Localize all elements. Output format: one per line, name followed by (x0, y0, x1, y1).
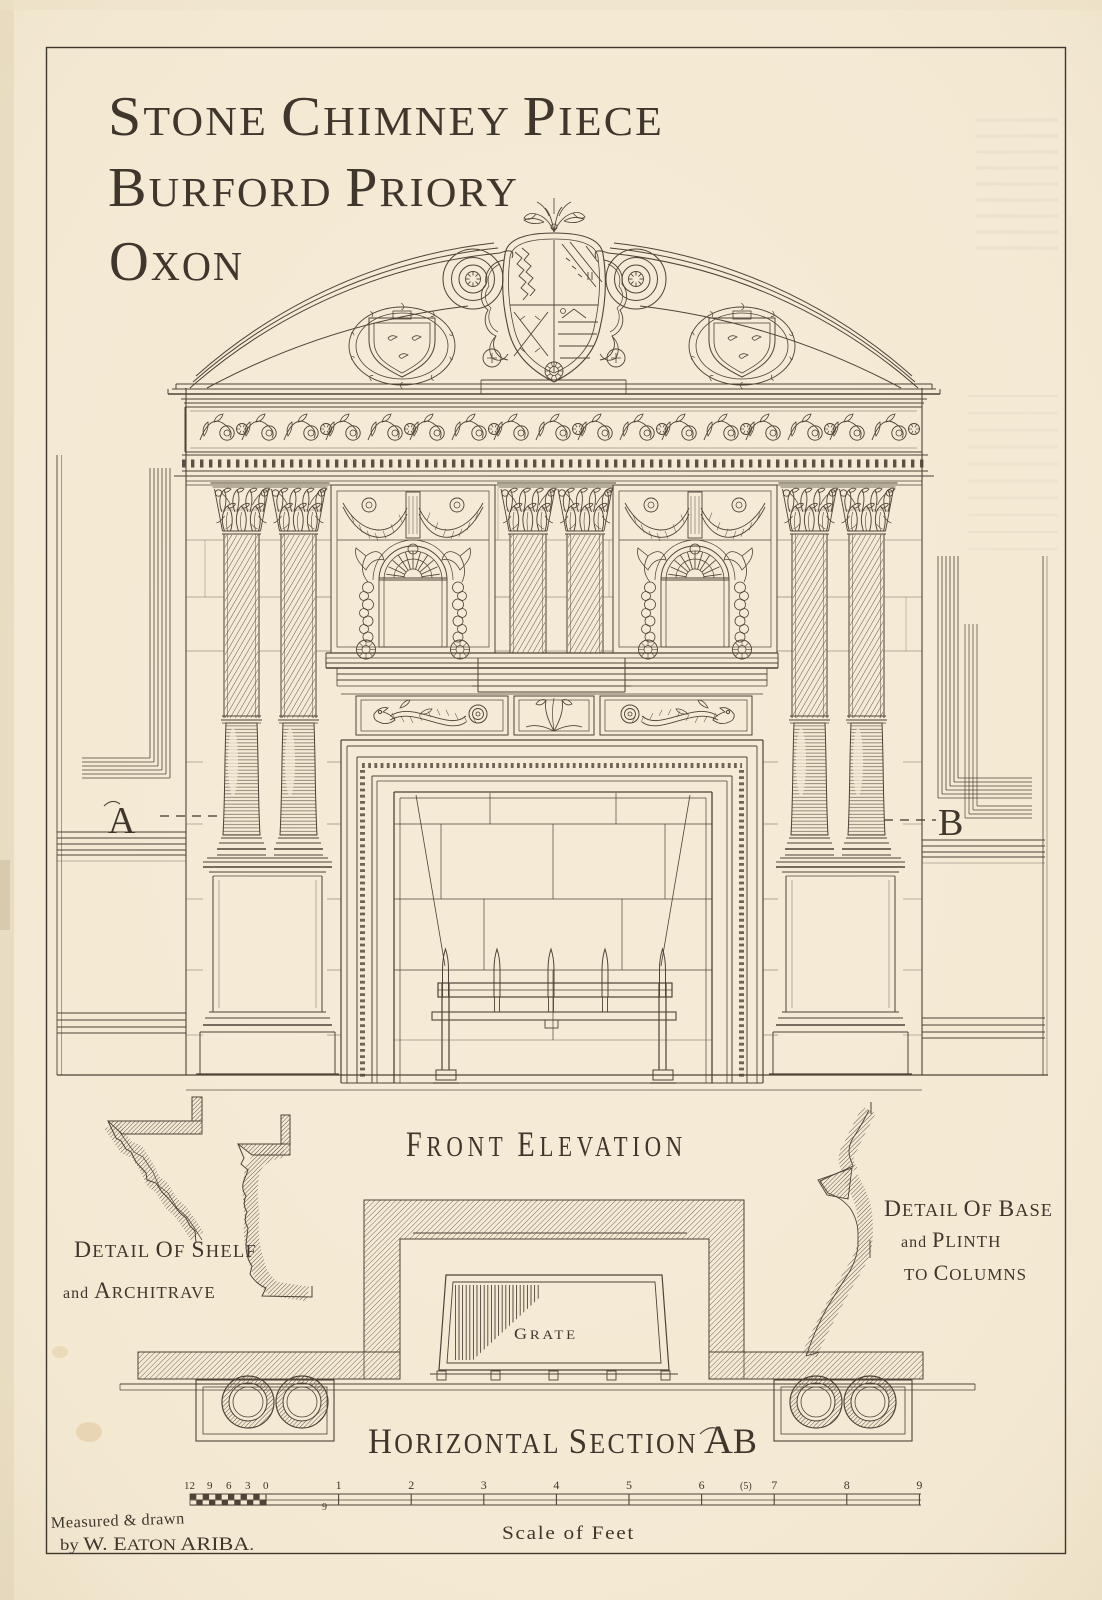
svg-text:8: 8 (844, 1478, 850, 1492)
svg-text:12: 12 (184, 1480, 195, 1492)
svg-text:9: 9 (322, 1502, 327, 1513)
svg-text:5: 5 (626, 1478, 632, 1492)
svg-text:and PLINTH: and PLINTH (901, 1227, 1001, 1252)
svg-text:4: 4 (553, 1478, 559, 1492)
svg-text:B: B (938, 802, 963, 844)
svg-text:3: 3 (245, 1480, 251, 1492)
svg-text:BURFORD PRIORY: BURFORD PRIORY (108, 157, 519, 219)
svg-text:6: 6 (226, 1480, 232, 1492)
svg-text:(5): (5) (740, 1481, 752, 1492)
svg-text:9: 9 (916, 1478, 922, 1492)
svg-text:STONE CHIMNEY PIECE: STONE CHIMNEY PIECE (108, 86, 664, 148)
svg-text:3: 3 (481, 1478, 487, 1492)
svg-text:9: 9 (207, 1480, 213, 1492)
svg-text:DETAIL OF SHELF: DETAIL OF SHELF (74, 1237, 257, 1262)
svg-text:6: 6 (699, 1478, 705, 1492)
svg-text:TO COLUMNS: TO COLUMNS (904, 1260, 1027, 1285)
svg-text:FRONT ELEVATION: FRONT ELEVATION (406, 1124, 687, 1164)
svg-text:0: 0 (263, 1480, 269, 1492)
svg-text:DETAIL OF BASE: DETAIL OF BASE (884, 1196, 1053, 1221)
svg-text:Scale of Feet: Scale of Feet (502, 1523, 635, 1544)
svg-text:OXON: OXON (109, 231, 244, 293)
svg-text:A: A (108, 800, 136, 842)
svg-text:2: 2 (408, 1478, 414, 1492)
svg-text:AB: AB (704, 1417, 757, 1462)
svg-text:Measured & drawn: Measured & drawn (51, 1510, 186, 1532)
svg-text:1: 1 (336, 1478, 342, 1492)
svg-text:and ARCHITRAVE: and ARCHITRAVE (63, 1278, 216, 1303)
svg-text:HORIZONTAL SECTION: HORIZONTAL SECTION (368, 1421, 698, 1461)
svg-text:7: 7 (771, 1478, 777, 1492)
